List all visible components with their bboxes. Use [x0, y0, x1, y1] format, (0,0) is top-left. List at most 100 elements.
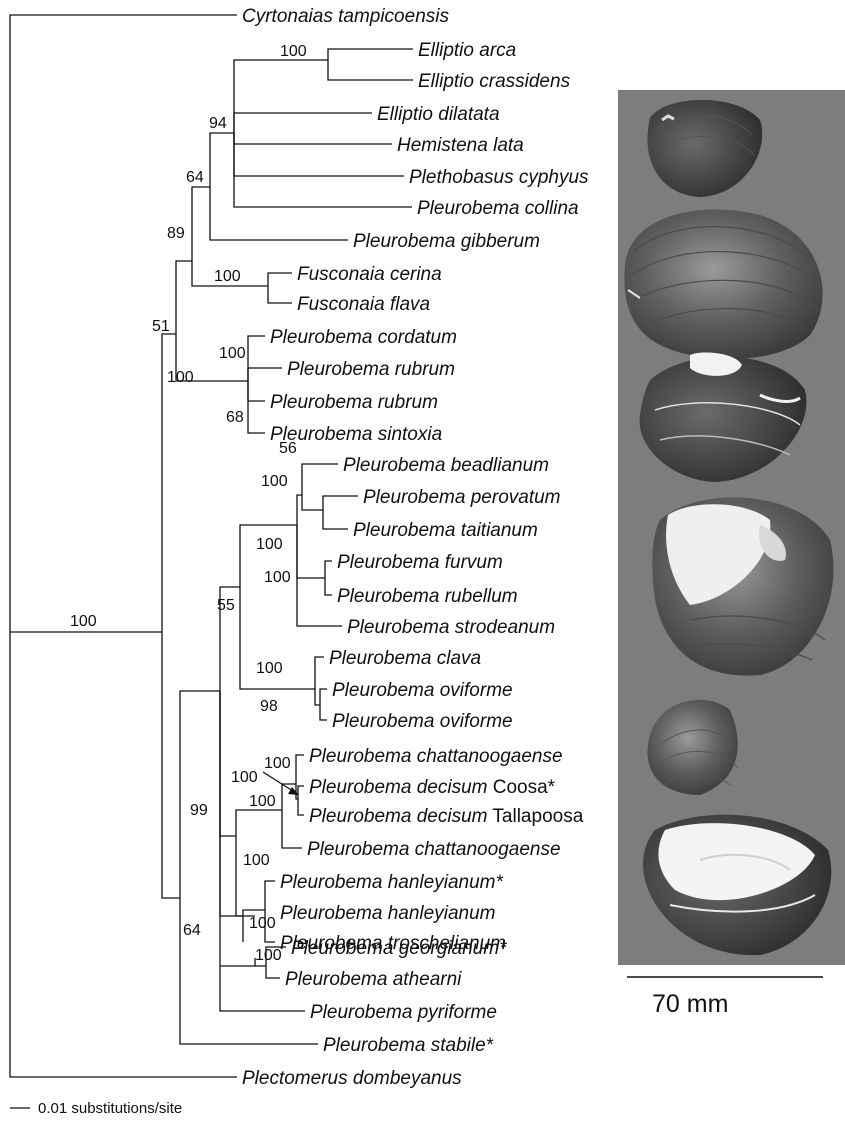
branch [298, 799, 304, 815]
branch [192, 187, 210, 261]
taxon-label: Pleurobema decisum Tallapoosa [309, 806, 584, 827]
taxon-label: Pleurobema clava [329, 648, 481, 669]
branch [248, 381, 265, 401]
taxon-label: Fusconaia flava [297, 294, 430, 315]
taxon-label: Pleurobema cordatum [270, 327, 457, 348]
taxon-label: Pleurobema strodeanum [347, 617, 555, 638]
taxon-label: Plethobasus cyphyus [409, 167, 589, 188]
branch [234, 133, 404, 176]
bootstrap-value: 100 [70, 613, 97, 630]
bootstrap-value: 68 [226, 409, 244, 426]
taxon-label: Pleurobema furvum [337, 552, 503, 573]
branch [176, 261, 192, 334]
taxon-label: Pleurobema rubrum [287, 359, 455, 380]
taxon-label: Pleurobema oviforme [332, 711, 513, 732]
bootstrap-value: 100 [167, 369, 194, 386]
taxon-label: Elliptio arca [418, 40, 516, 61]
bootstrap-value: 100 [249, 793, 276, 810]
bootstrap-value: 55 [217, 597, 235, 614]
bootstrap-value: 64 [186, 169, 204, 186]
branch [265, 881, 275, 910]
bootstrap-value: 100 [231, 769, 258, 786]
bootstrap-value: 100 [256, 536, 283, 553]
taxon-label: Pleurobema beadlianum [343, 455, 549, 476]
branch [302, 495, 323, 510]
bootstrap-value: 100 [255, 947, 282, 964]
taxon-label: Pleurobema chattanoogaense [309, 746, 563, 767]
branch [236, 810, 282, 836]
taxon-label: Pleurobema hanleyianum [280, 903, 495, 924]
branch [297, 495, 302, 525]
branch [328, 49, 413, 60]
branch [248, 368, 282, 381]
bootstrap-value: 100 [219, 345, 246, 362]
taxon-label: Pleurobema decisum Coosa* [309, 777, 556, 798]
bootstrap-value: 100 [243, 852, 270, 869]
taxon-label: Pleurobema chattanoogaense [307, 839, 561, 860]
bootstrap-value: 89 [167, 225, 185, 242]
bootstrap-value: 100 [264, 755, 291, 772]
branch [162, 632, 180, 898]
branch [298, 786, 304, 799]
taxon-label: Plectomerus dombeyanus [242, 1068, 462, 1089]
branch [297, 525, 325, 578]
branch [328, 60, 413, 80]
bootstrap-value: 100 [261, 473, 288, 490]
support-values: 100 94 64 89 100 51 100 100 68 56 100 100 100 55 100 98… [70, 43, 307, 964]
branch [325, 578, 332, 595]
branch [248, 381, 265, 433]
bootstrap-value: 100 [249, 915, 276, 932]
branch [323, 496, 358, 510]
taxon-label: Pleurobema rubrum [270, 392, 438, 413]
taxon-label: Hemistena lata [397, 135, 524, 156]
taxon-label: Cyrtonaias tampicoensis [242, 6, 449, 27]
branch [180, 691, 220, 898]
branch [315, 689, 320, 705]
bootstrap-value: 64 [183, 922, 201, 939]
taxon-label: Elliptio dilatata [377, 104, 500, 125]
taxon-label: Pleurobema oviforme [332, 680, 513, 701]
branch [325, 561, 332, 578]
taxon-label: Pleurobema collina [417, 198, 579, 219]
taxon-label: Pleurobema stabile* [323, 1035, 494, 1056]
photo-scale-bar: 70 mm [627, 977, 823, 1018]
bootstrap-value: 100 [264, 569, 291, 586]
branch [315, 657, 324, 689]
bootstrap-value: 100 [256, 660, 283, 677]
branch [297, 525, 342, 626]
photo-scale-label: 70 mm [652, 990, 728, 1018]
branch [296, 755, 304, 784]
branch [234, 113, 372, 133]
tree-scale-bar: 0.01 substitutions/site [10, 1100, 182, 1117]
taxon-label: Pleurobema pyriforme [310, 1002, 497, 1023]
branch [234, 133, 392, 144]
branch [220, 691, 236, 836]
bootstrap-value: 56 [279, 440, 297, 457]
taxon-label: Pleurobema perovatum [363, 487, 561, 508]
branch [323, 510, 348, 529]
bootstrap-value: 94 [209, 115, 227, 132]
taxon-labels: Cyrtonaias tampicoensisElliptio arcaElli… [242, 6, 591, 1089]
taxon-label: Pleurobema gibberum [353, 231, 540, 252]
taxon-label: Fusconaia cerina [297, 264, 442, 285]
branch [234, 60, 328, 133]
bootstrap-value: 100 [280, 43, 307, 60]
branch [236, 836, 243, 916]
branch [10, 15, 237, 632]
branch [268, 273, 292, 286]
shell-photo-panel [618, 90, 845, 965]
branch [248, 336, 265, 381]
taxon-label: Pleurobema hanleyianum* [280, 872, 503, 893]
branch [320, 705, 327, 720]
taxon-label: Elliptio crassidens [418, 71, 571, 92]
branch [282, 810, 302, 848]
bootstrap-value: 51 [152, 318, 170, 335]
branch [302, 464, 338, 495]
taxon-label: Pleurobema rubellum [337, 586, 518, 607]
taxon-label: Pleurobema georgianum* [291, 938, 507, 959]
branch [268, 286, 292, 303]
taxon-label: Pleurobema taitianum [353, 520, 538, 541]
taxon-label: Pleurobema athearni [285, 969, 462, 990]
bootstrap-value: 98 [260, 698, 278, 715]
